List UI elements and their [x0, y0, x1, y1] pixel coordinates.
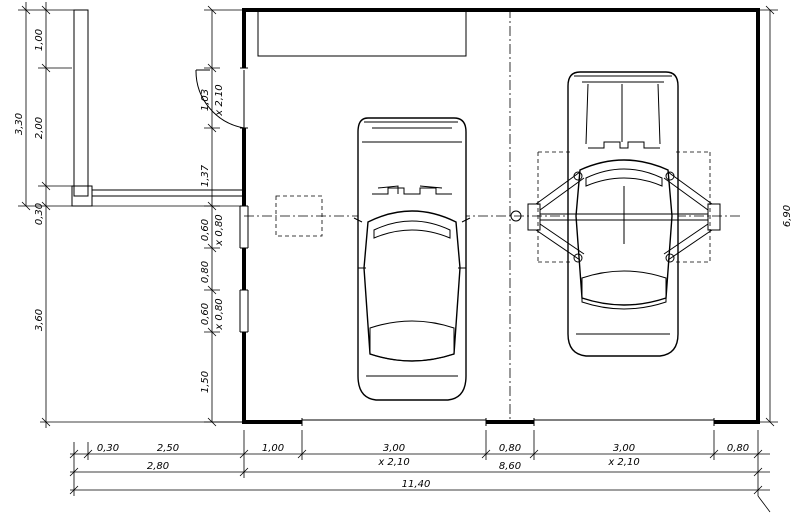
dim-label-garage-depth: 6,90	[782, 205, 793, 227]
dim-label-door-width: 1,03	[200, 89, 211, 111]
dim-label-window2-width: 0,60	[200, 303, 211, 325]
workbench-outline	[275, 195, 323, 237]
dim-label-bottom-wall-right: 0,80	[727, 443, 749, 454]
dim-label-bottom-wall-left: 1,00	[262, 443, 284, 454]
porch-canopy	[71, 9, 244, 207]
dim-label-bottom-garage-width: 8,60	[499, 461, 521, 472]
left-dimension-lines	[18, 2, 244, 428]
dim-label-porch-top: 1,00	[34, 29, 45, 51]
dim-label-bottom-overall: 11,40	[402, 479, 431, 490]
dim-label-window2-height: x 0,80	[214, 298, 225, 330]
dim-label-window1-height: x 0,80	[214, 214, 225, 246]
dim-label-wall-between: 0,80	[200, 261, 211, 283]
dim-label-bottom-porch-post: 0,30	[97, 443, 119, 454]
dim-label-porch-mid: 2,00	[34, 117, 45, 139]
dim-label-bottom-porch: 2,50	[157, 443, 179, 454]
car-left	[353, 117, 471, 401]
dim-label-porch-overall: 3,30	[14, 113, 25, 135]
dim-label-window1-width: 0,60	[200, 219, 211, 241]
dim-label-wall-segment: 1,37	[200, 164, 211, 187]
car-lift	[510, 151, 721, 263]
dim-label-bottom-door2-height: x 2,10	[607, 457, 639, 468]
garage-walls	[239, 8, 760, 426]
dim-label-wall-bottom: 1,50	[200, 371, 211, 393]
dim-label-lower-overall: 3,60	[34, 309, 45, 331]
bottom-dimension-lines	[69, 430, 771, 513]
dim-label-bottom-pier: 0,80	[499, 443, 521, 454]
dim-label-bottom-door2-width: 3,00	[613, 443, 635, 454]
right-dimension-line	[760, 5, 778, 427]
storage-shelf	[257, 12, 467, 57]
entry-door	[195, 69, 245, 129]
dim-label-bottom-porch-total: 2,80	[147, 461, 169, 472]
dim-label-bottom-door1-height: x 2,10	[377, 457, 409, 468]
dim-label-door-height: x 2,10	[214, 84, 225, 116]
dim-label-bottom-door1-width: 3,00	[383, 443, 405, 454]
dim-label-porch-post: 0,30	[34, 203, 45, 225]
